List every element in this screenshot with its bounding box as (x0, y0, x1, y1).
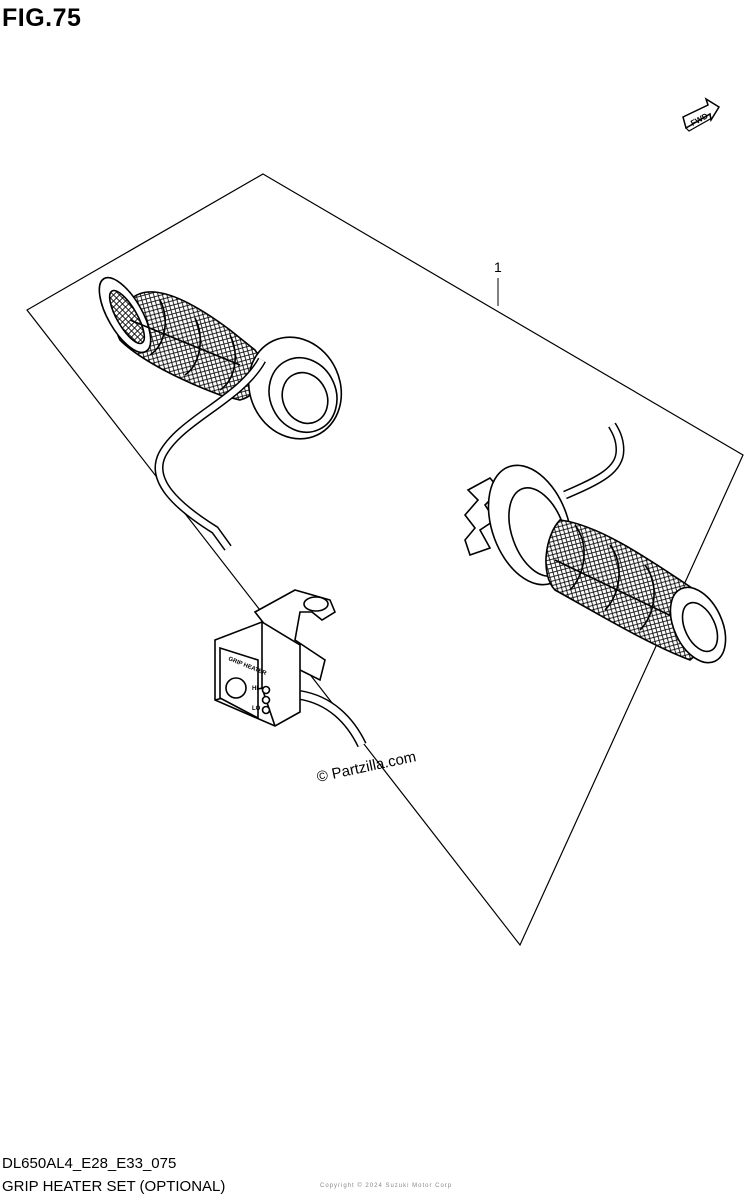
assembly-name: GRIP HEATER SET (OPTIONAL) (2, 1178, 226, 1195)
right-grip (463, 422, 727, 664)
fwd-arrow-icon: FWD (682, 97, 721, 132)
figure-title: FIG.75 (2, 4, 82, 32)
switch-hi-label: HI (252, 686, 258, 692)
heater-switch: GRIP HEATER HI LO (214, 589, 367, 748)
model-code: DL650AL4_E28_E33_075 (2, 1155, 177, 1172)
watermark-text: © Partzilla.com (315, 748, 417, 786)
copyright-small-text: Copyright © 2024 Suzuki Motor Corp (320, 1183, 453, 1189)
kit-boundary (26, 173, 744, 947)
callout-number: 1 (494, 259, 502, 275)
callout-1: 1 (494, 259, 502, 306)
left-grip (98, 276, 343, 551)
switch-lo-label: LO (252, 706, 261, 712)
